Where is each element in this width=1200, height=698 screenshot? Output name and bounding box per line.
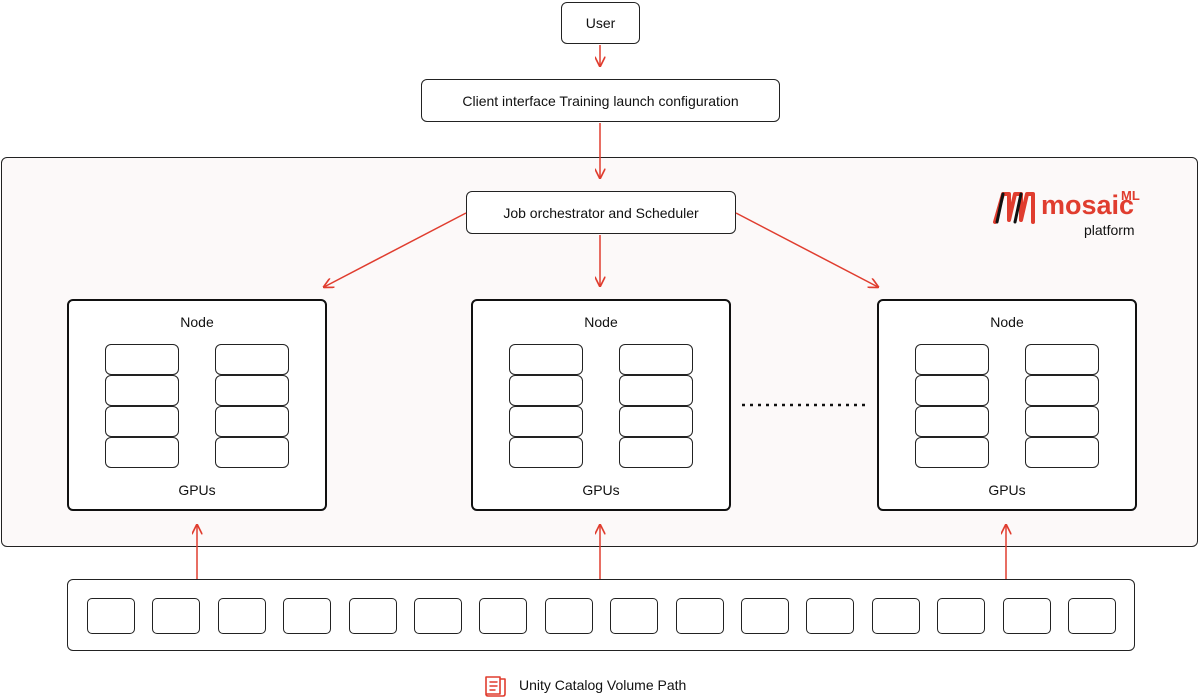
gpu <box>915 437 989 468</box>
gpu <box>509 344 583 375</box>
node-title: Node <box>584 314 618 330</box>
gpu <box>509 437 583 468</box>
storage-slot <box>479 598 528 634</box>
gpu <box>1025 375 1099 406</box>
gpu <box>105 406 179 437</box>
client-interface-box: Client interface Training launch configu… <box>421 79 780 122</box>
mosaicml-logo-mark-icon <box>993 192 1035 224</box>
node-title: Node <box>180 314 214 330</box>
gpu <box>915 344 989 375</box>
gpu-column <box>1025 344 1099 468</box>
gpu <box>215 375 289 406</box>
unity-catalog-volume-label: Unity Catalog Volume Path <box>519 677 687 693</box>
gpu <box>1025 406 1099 437</box>
node-footer: GPUs <box>178 482 216 498</box>
gpu <box>105 437 179 468</box>
gpu <box>105 344 179 375</box>
gpu <box>105 375 179 406</box>
storage-slot <box>87 598 135 634</box>
storage-slot <box>152 598 201 634</box>
gpu <box>1025 344 1099 375</box>
storage-slot <box>806 598 855 634</box>
gpu-column <box>215 344 289 468</box>
gpu <box>509 375 583 406</box>
storage-slot <box>610 598 659 634</box>
gpu <box>509 406 583 437</box>
storage-slot <box>283 598 332 634</box>
mosaicml-logo: mosaic ML platform <box>993 186 1173 238</box>
gpu-column <box>105 344 179 468</box>
gpu <box>915 406 989 437</box>
storage-slot <box>348 598 397 634</box>
user-label: User <box>585 15 616 31</box>
logo-wordmark: mosaic <box>1041 190 1135 220</box>
gpu <box>215 344 289 375</box>
node-3: Node GPUs <box>877 299 1137 511</box>
node-footer: GPUs <box>988 482 1026 498</box>
storage-slot <box>675 598 724 634</box>
gpu <box>619 375 693 406</box>
gpu-column <box>619 344 693 468</box>
gpu <box>619 406 693 437</box>
logo-subtitle: platform <box>1084 222 1135 238</box>
node-footer: GPUs <box>582 482 620 498</box>
storage-slot <box>217 598 266 634</box>
gpu <box>215 437 289 468</box>
gpu-column <box>915 344 989 468</box>
user-box: User <box>561 2 640 44</box>
node-title: Node <box>990 314 1024 330</box>
storage-slot <box>414 598 462 634</box>
storage-slot <box>1002 598 1051 634</box>
storage-slot <box>741 598 789 634</box>
node-1: Node GPUs <box>67 299 327 511</box>
arrow-orchestrator-to-node-1 <box>324 212 467 287</box>
gpu <box>619 344 693 375</box>
storage-slot <box>937 598 986 634</box>
gpu <box>215 406 289 437</box>
gpu <box>619 437 693 468</box>
client-interface-label: Client interface Training launch configu… <box>462 92 739 109</box>
job-orchestrator-label: Job orchestrator and Scheduler <box>503 204 699 221</box>
storage-slot <box>1068 598 1116 634</box>
node-2: Node GPUs <box>471 299 731 511</box>
arrow-orchestrator-to-node-3 <box>735 212 878 287</box>
document-icon <box>485 676 506 697</box>
gpu <box>915 375 989 406</box>
gpu-column <box>509 344 583 468</box>
storage-slot <box>871 598 920 634</box>
logo-superscript: ML <box>1121 188 1140 203</box>
storage-volume-bar <box>67 579 1135 651</box>
storage-slot <box>544 598 593 634</box>
gpu <box>1025 437 1099 468</box>
job-orchestrator-box: Job orchestrator and Scheduler <box>466 191 736 234</box>
